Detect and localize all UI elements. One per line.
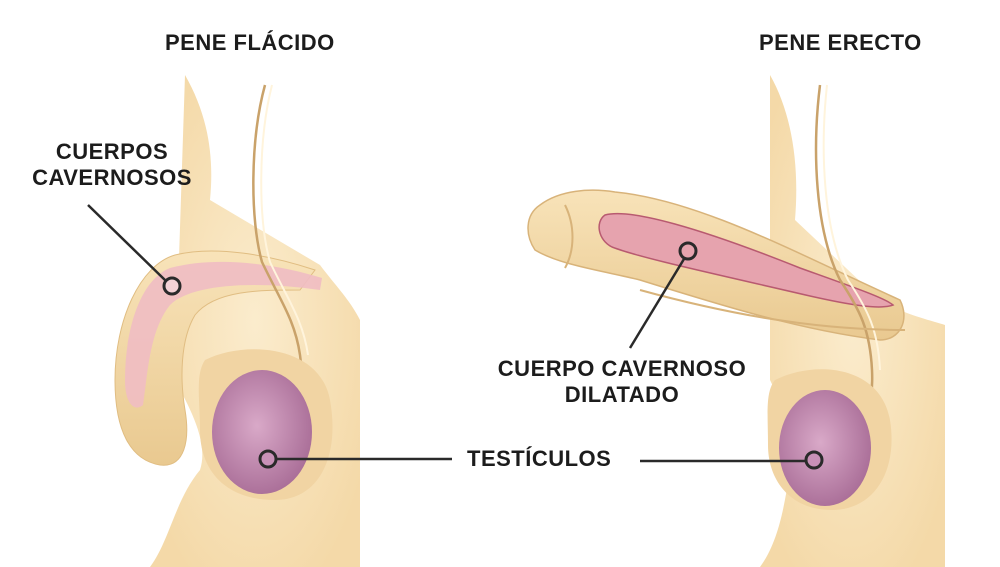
corpora-cavernosa-label: CUERPOS CAVERNOSOS	[12, 139, 212, 192]
flaccid-testicle-marker	[258, 449, 278, 469]
testicles-label: TESTÍCULOS	[467, 446, 612, 471]
corpora-label-line-1: CUERPOS	[55, 139, 169, 164]
erect-title: PENE ERECTO	[759, 30, 922, 55]
erect-illustration	[527, 75, 945, 567]
flaccid-illustration	[87, 75, 452, 567]
erect-erectile-tissue	[598, 212, 895, 308]
flaccid-title: PENE FLÁCIDO	[165, 30, 335, 55]
dilated-label-line-2: DILATADO	[564, 382, 680, 408]
erect-testicle-marker	[804, 450, 824, 470]
erect-dilated-leader	[628, 258, 686, 349]
dilated-label-line-1: CUERPO CAVERNOSO	[497, 356, 747, 381]
corpora-label-line-2: CAVERNOSOS	[32, 165, 192, 191]
erect-dilated-marker	[678, 241, 698, 261]
flaccid-testicle	[212, 370, 312, 494]
erect-testicle	[779, 390, 871, 506]
flaccid-erectile-tissue	[125, 261, 322, 408]
flaccid-corpora-marker	[162, 276, 182, 296]
flaccid-corpora-leader	[87, 204, 167, 282]
dilated-corpus-label: CUERPO CAVERNOSO DILATADO	[482, 356, 762, 409]
